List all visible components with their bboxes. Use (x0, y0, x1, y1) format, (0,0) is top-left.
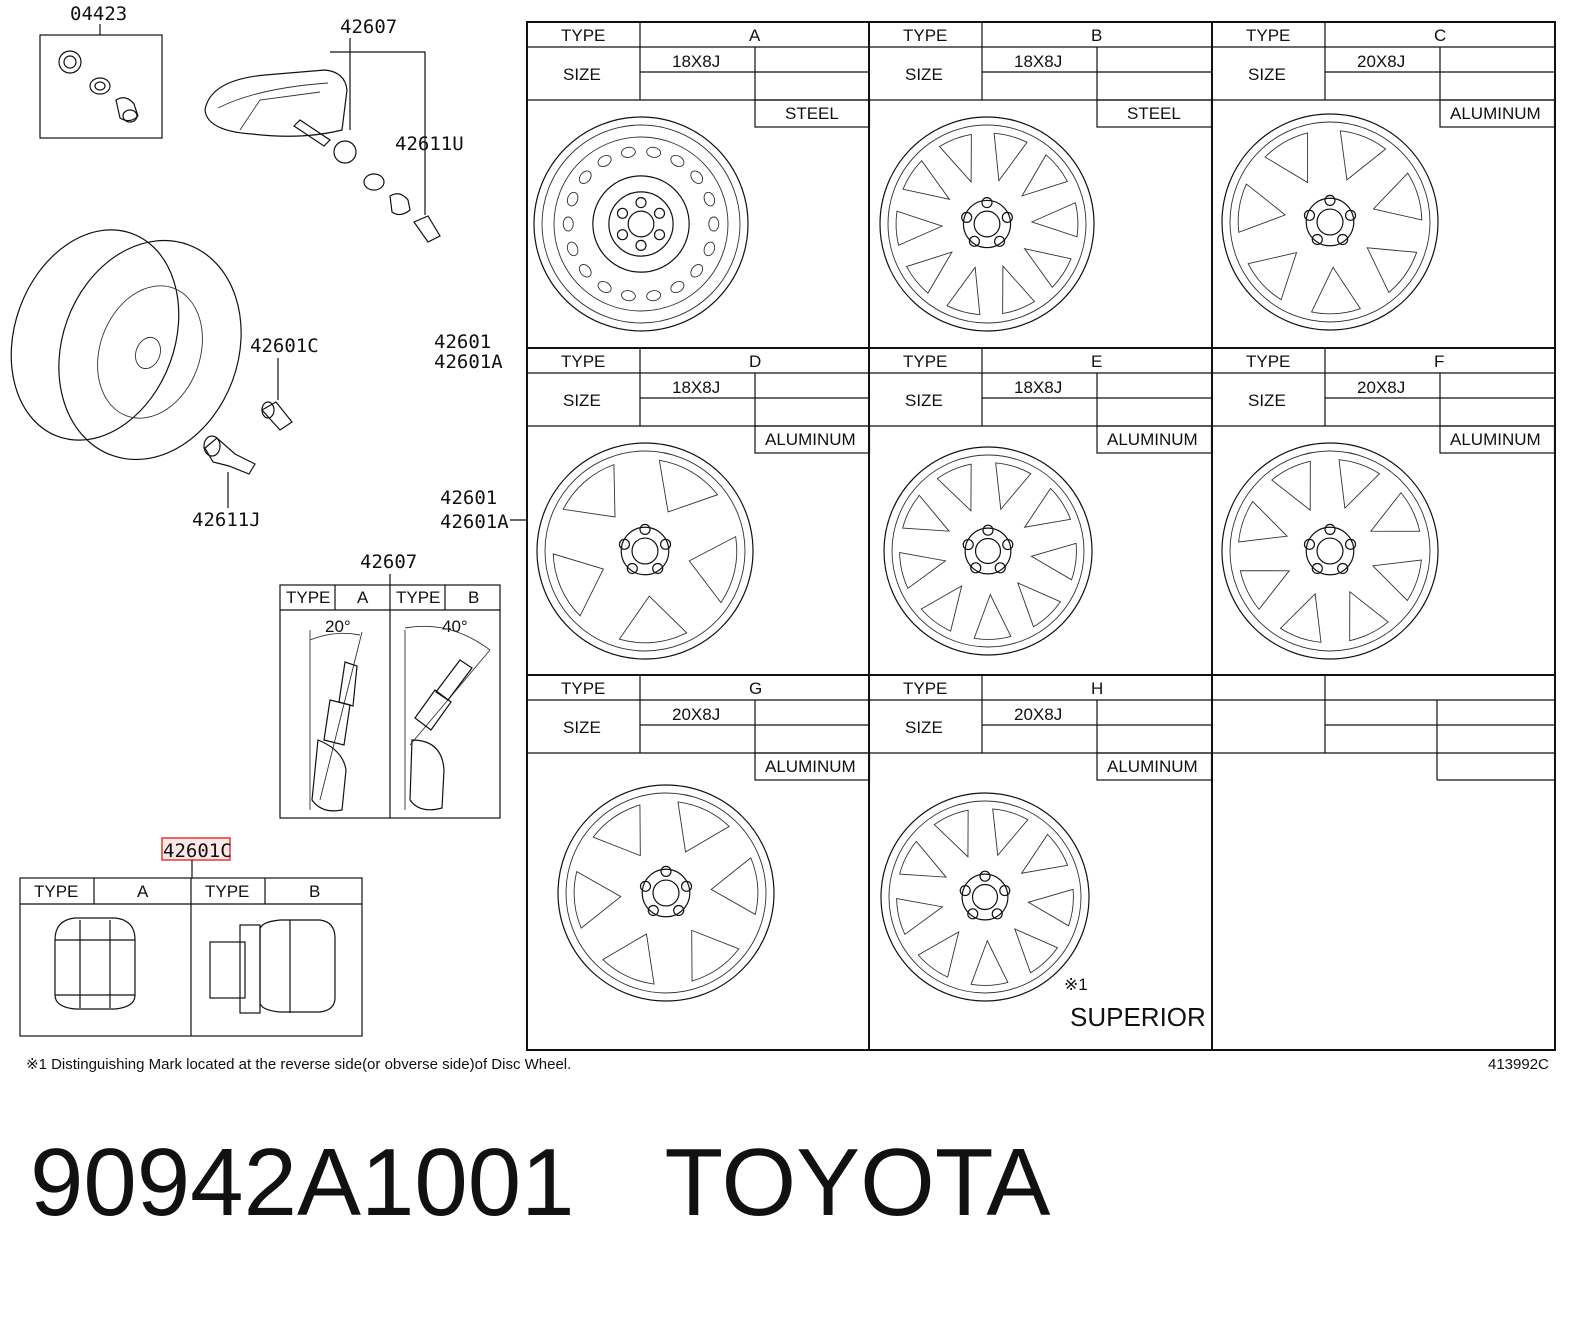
callout-42607: 42607 (340, 16, 397, 38)
drawing-number: 413992C (1488, 1056, 1549, 1073)
nut-type-a-value: A (137, 882, 149, 901)
type-label: TYPE (903, 26, 947, 45)
tire-pressure-sensor-icon (204, 69, 441, 243)
type-value: F (1434, 352, 1444, 371)
size-value: 20X8J (672, 705, 720, 724)
wheel-d-icon (536, 442, 754, 660)
type-value: E (1091, 352, 1102, 371)
callout-42601c: 42601C (250, 335, 319, 357)
size-value: 18X8J (1014, 52, 1062, 71)
valve-cap-icon (261, 401, 293, 431)
sensor-angle-b-drawing-icon (404, 625, 491, 811)
type-value: D (749, 352, 761, 371)
nut-type-table (19, 877, 363, 1037)
valve-stem-icon (203, 435, 256, 475)
material-label: ALUMINUM (1450, 104, 1541, 123)
size-value: 20X8J (1014, 705, 1062, 724)
callout-42611u: 42611U (395, 133, 464, 155)
brand-name: TOYOTA (664, 1129, 1051, 1236)
callout-42607-table: 42607 (360, 551, 417, 573)
sensor-type-b-label: TYPE (396, 588, 440, 607)
material-label: ALUMINUM (1450, 430, 1541, 449)
wheel-cell-empty (1212, 675, 1555, 781)
wheel-cell-header: TYPE H SIZE 20X8J ALUMINUM (869, 675, 1213, 781)
superior-mark: ※1 (1064, 975, 1088, 994)
wheel-cell-header: TYPE G SIZE 20X8J ALUMINUM (527, 675, 871, 781)
nut-type-a-label: TYPE (34, 882, 78, 901)
size-label: SIZE (563, 65, 601, 84)
material-label: ALUMINUM (765, 757, 856, 776)
material-label: ALUMINUM (765, 430, 856, 449)
wheel-c-icon (1221, 113, 1439, 331)
sensor-type-table (279, 584, 501, 819)
nut-type-b-value: B (309, 882, 320, 901)
wheel-g-icon (557, 784, 775, 1002)
type-value: C (1434, 26, 1446, 45)
sensor-type-a-value: A (357, 588, 369, 607)
sensor-angle-a: 20° (325, 617, 351, 636)
size-label: SIZE (1248, 391, 1286, 410)
wheel-h-icon (880, 792, 1090, 1002)
type-label: TYPE (903, 352, 947, 371)
wheel-b-icon (879, 116, 1095, 332)
footnote: ※1 Distinguishing Mark located at the re… (26, 1056, 572, 1073)
size-label: SIZE (563, 718, 601, 737)
type-value: H (1091, 679, 1103, 698)
nut-type-b-label: TYPE (205, 882, 249, 901)
material-label: STEEL (1127, 104, 1181, 123)
type-value: A (749, 26, 761, 45)
size-value: 20X8J (1357, 378, 1405, 397)
size-label: SIZE (905, 391, 943, 410)
wheel-e-icon (883, 446, 1093, 656)
wheel-type-table (526, 21, 1556, 1051)
callout-42601c-table: 42601C (163, 840, 232, 862)
wheel-f-icon (1221, 442, 1439, 660)
lug-nut-type-a-icon (54, 917, 136, 1010)
type-label: TYPE (561, 352, 605, 371)
callout-42601-top: 42601 (434, 331, 491, 353)
type-label: TYPE (903, 679, 947, 698)
lug-nut-type-b-icon (209, 919, 336, 1014)
sensor-type-b-value: B (468, 588, 479, 607)
type-label: TYPE (1246, 26, 1290, 45)
sensor-angle-b: 40° (442, 617, 468, 636)
tire-icon (10, 229, 242, 461)
type-label: TYPE (561, 679, 605, 698)
callout-42611j: 42611J (192, 509, 261, 531)
size-label: SIZE (905, 65, 943, 84)
callout-42601-mid: 42601 (440, 487, 497, 509)
wheel-cell-header: TYPE C SIZE 20X8J ALUMINUM (1212, 22, 1556, 128)
sensor-type-a-label: TYPE (286, 588, 330, 607)
callout-42601a-mid: 42601A (440, 511, 509, 533)
type-value: B (1091, 26, 1102, 45)
callout-highlight-box (161, 837, 231, 861)
wheel-cell-header: TYPE A SIZE 18X8J STEEL (527, 22, 871, 128)
wheel-cell-header: TYPE B SIZE 18X8J STEEL (869, 22, 1213, 128)
material-label: ALUMINUM (1107, 430, 1198, 449)
callout-42601a-top: 42601A (434, 351, 503, 373)
wheel-cell-header: TYPE D SIZE 18X8J ALUMINUM (527, 348, 871, 454)
wheel-cell-header: TYPE F SIZE 20X8J ALUMINUM (1212, 348, 1556, 454)
material-label: ALUMINUM (1107, 757, 1198, 776)
wheel-cell-header: TYPE E SIZE 18X8J ALUMINUM (869, 348, 1213, 454)
size-value: 20X8J (1357, 52, 1405, 71)
size-label: SIZE (905, 718, 943, 737)
type-value: G (749, 679, 762, 698)
material-label: STEEL (785, 104, 839, 123)
type-label: TYPE (561, 26, 605, 45)
part-number: 90942A1001 (30, 1129, 575, 1236)
wheel-a-icon (533, 116, 749, 332)
size-value: 18X8J (672, 378, 720, 397)
superior-text: SUPERIOR (1070, 1002, 1206, 1032)
valve-kit-parts-icon (58, 50, 139, 123)
callout-04423: 04423 (70, 3, 127, 25)
sensor-angle-a-drawing-icon (309, 630, 363, 812)
type-label: TYPE (1246, 352, 1290, 371)
valve-kit-box (39, 34, 163, 139)
size-label: SIZE (1248, 65, 1286, 84)
size-value: 18X8J (672, 52, 720, 71)
size-value: 18X8J (1014, 378, 1062, 397)
size-label: SIZE (563, 391, 601, 410)
